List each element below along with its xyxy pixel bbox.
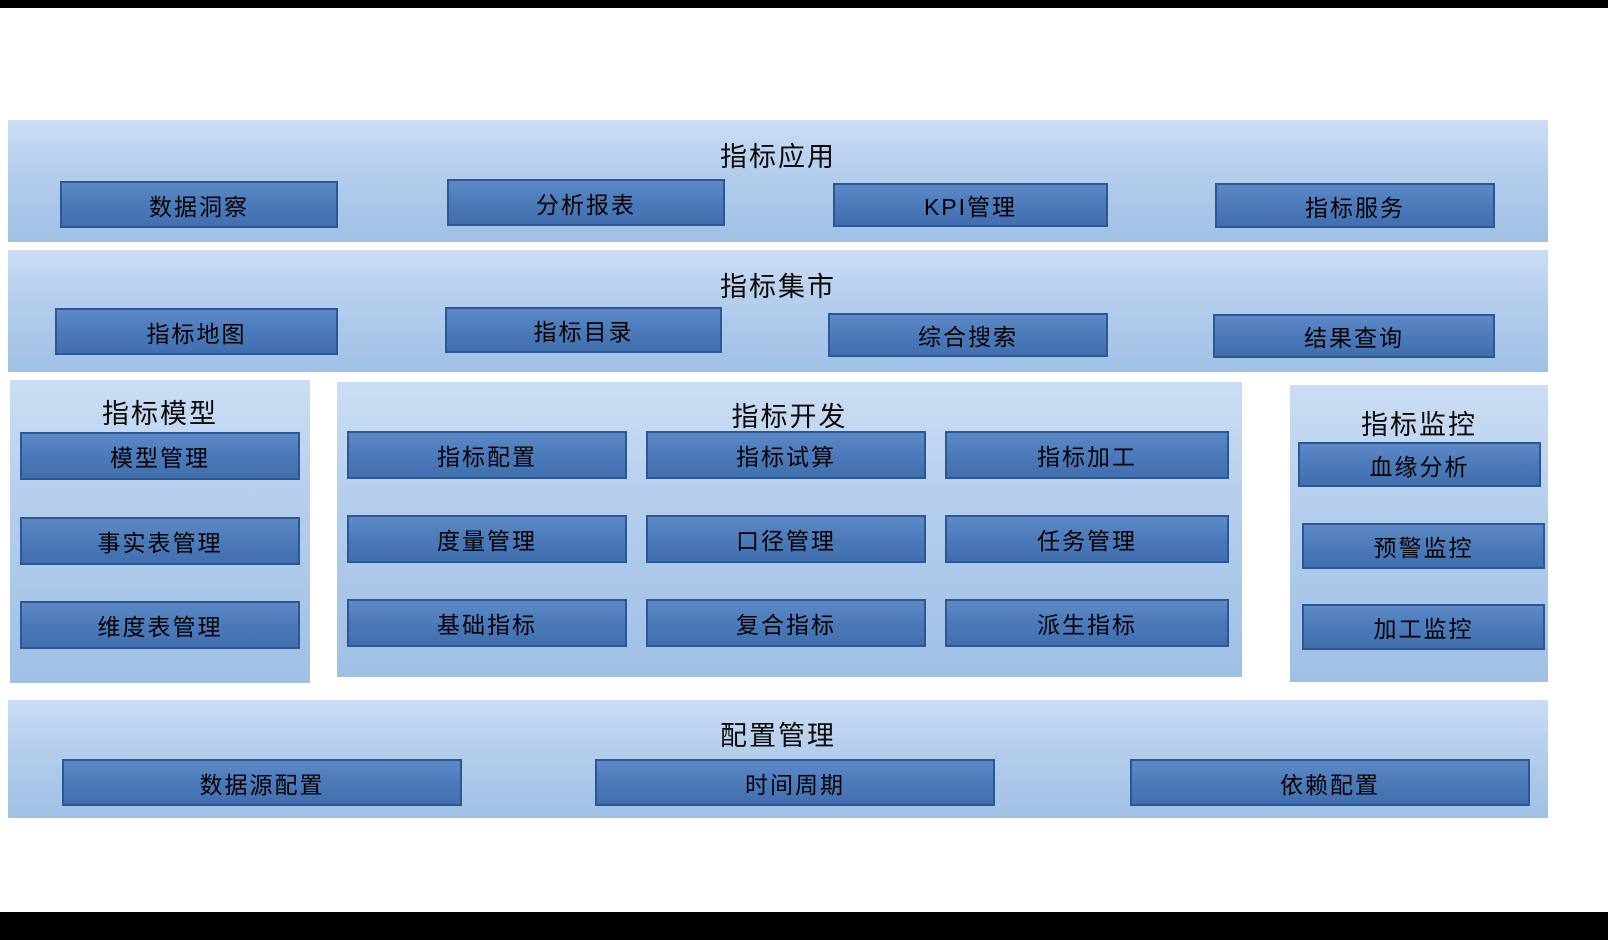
- block-derived-indicator: 派生指标: [945, 599, 1229, 647]
- bottom-frame-bar: [0, 912, 1608, 940]
- block-datasource-configuration: 数据源配置: [62, 759, 462, 806]
- section-indicator-development: 指标开发 指标配置 指标试算 指标加工 度量管理 口径管理 任务管理 基础指标 …: [337, 382, 1242, 677]
- block-model-management: 模型管理: [20, 432, 300, 480]
- block-comprehensive-search: 综合搜索: [828, 313, 1108, 357]
- block-indicator-service: 指标服务: [1215, 183, 1495, 228]
- section-indicator-model: 指标模型 模型管理 事实表管理 维度表管理: [10, 380, 310, 683]
- section-title-indicator-application: 指标应用: [720, 142, 836, 172]
- block-basic-indicator: 基础指标: [347, 599, 627, 647]
- section-configuration-management: 配置管理 数据源配置 时间周期 依赖配置: [8, 700, 1548, 818]
- block-fact-table-management: 事实表管理: [20, 517, 300, 565]
- block-measure-management: 度量管理: [347, 515, 627, 563]
- block-dependency-configuration: 依赖配置: [1130, 759, 1530, 806]
- section-indicator-mart: 指标集市 指标地图 指标目录 综合搜索 结果查询: [8, 250, 1548, 372]
- block-caliber-management: 口径管理: [646, 515, 926, 563]
- block-alert-monitoring: 预警监控: [1302, 523, 1545, 569]
- block-task-management: 任务管理: [945, 515, 1229, 563]
- block-lineage-analysis: 血缘分析: [1298, 442, 1541, 487]
- section-title-indicator-development: 指标开发: [731, 402, 848, 432]
- block-data-insight: 数据洞察: [60, 181, 338, 228]
- block-result-query: 结果查询: [1213, 314, 1495, 358]
- block-dimension-table-management: 维度表管理: [20, 601, 300, 649]
- block-kpi-management: KPI管理: [833, 183, 1108, 227]
- block-time-period: 时间周期: [595, 759, 995, 806]
- section-title-indicator-monitoring: 指标监控: [1361, 410, 1477, 440]
- block-indicator-map: 指标地图: [55, 308, 338, 355]
- block-processing-monitoring: 加工监控: [1302, 604, 1545, 650]
- section-title-indicator-mart: 指标集市: [720, 272, 836, 302]
- section-title-indicator-model: 指标模型: [102, 399, 218, 429]
- block-indicator-configuration: 指标配置: [347, 431, 627, 479]
- block-composite-indicator: 复合指标: [646, 599, 926, 647]
- block-indicator-processing: 指标加工: [945, 431, 1229, 479]
- top-frame-bar: [0, 0, 1608, 8]
- section-title-configuration-management: 配置管理: [720, 721, 836, 751]
- block-indicator-catalog: 指标目录: [445, 307, 722, 353]
- section-indicator-monitoring: 指标监控 血缘分析 预警监控 加工监控: [1290, 385, 1548, 682]
- block-analysis-report: 分析报表: [447, 179, 725, 226]
- block-indicator-trial-calc: 指标试算: [646, 431, 926, 479]
- section-indicator-application: 指标应用 数据洞察 分析报表 KPI管理 指标服务: [8, 120, 1548, 242]
